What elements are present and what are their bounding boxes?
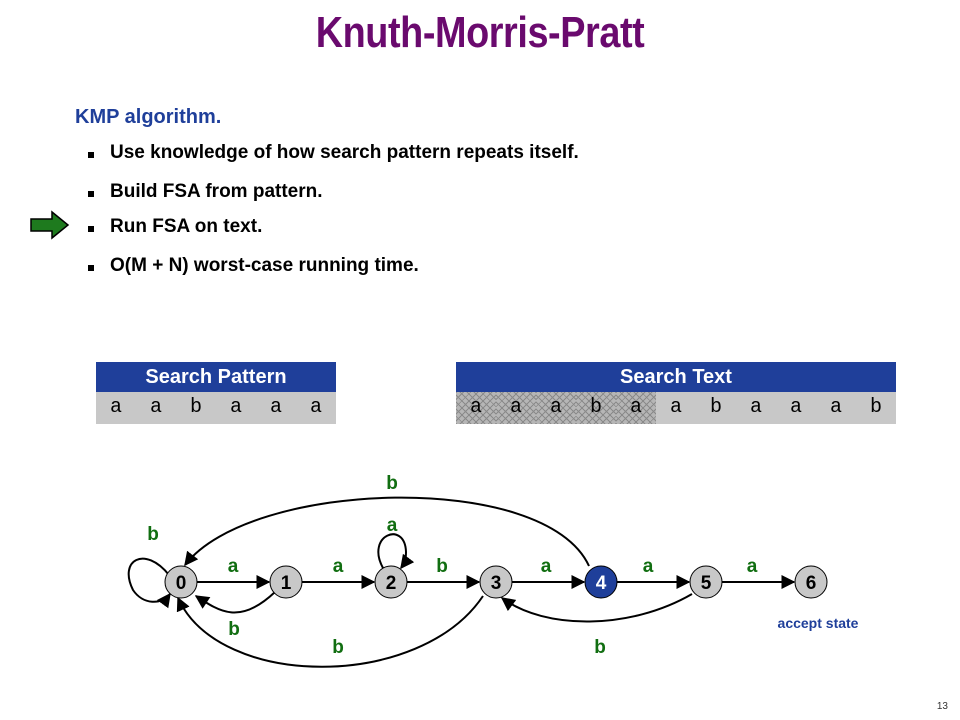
search-text-header: Search Text	[456, 362, 896, 392]
edge-self-0	[127, 557, 171, 609]
consumed-char-cell: a	[536, 392, 576, 424]
transition-label-4-5: a	[643, 556, 654, 577]
subtitle: KMP algorithm.	[75, 106, 222, 128]
state-node-4-current	[584, 565, 618, 599]
bullet-square-icon	[88, 265, 94, 271]
char-cell: a	[736, 392, 776, 424]
transition-label-1-0: b	[228, 619, 240, 640]
state-label-0: 0	[176, 573, 187, 594]
bullet-text: Build FSA from pattern.	[110, 181, 323, 202]
consumed-char-cell: a	[496, 392, 536, 424]
bullet-text: O(M + N) worst-case running time.	[110, 255, 419, 276]
state-label-5: 5	[701, 573, 712, 594]
char-cell: a	[216, 392, 256, 424]
transition-label-5-6: a	[747, 556, 758, 577]
bullet-text: Use knowledge of how search pattern repe…	[110, 142, 579, 163]
char-cell: a	[816, 392, 856, 424]
edge-3-0	[176, 595, 484, 668]
transition-label-5-3: b	[594, 637, 606, 658]
state-label-3: 3	[491, 573, 502, 594]
transition-label-2-3: b	[436, 556, 448, 577]
bullet-square-icon	[88, 152, 94, 158]
state-node-3	[479, 565, 513, 599]
char-cell: a	[256, 392, 296, 424]
state-node-0	[164, 565, 198, 599]
state-node-2	[374, 565, 408, 599]
state-node-5	[689, 565, 723, 599]
transition-label-3-0: b	[332, 637, 344, 658]
state-label-6: 6	[806, 573, 817, 594]
char-cell: b	[696, 392, 736, 424]
char-cell: a	[296, 392, 336, 424]
state-label-4: 4	[596, 573, 607, 594]
char-cell: b	[856, 392, 896, 424]
state-label-1: 1	[281, 573, 292, 594]
transition-label-self-2: a	[387, 515, 398, 536]
current-step-arrow-icon	[30, 210, 70, 240]
char-cell: a	[136, 392, 176, 424]
state-node-6-accept	[794, 565, 828, 599]
transition-label-1-2: a	[333, 556, 344, 577]
state-node-1	[269, 565, 303, 599]
consumed-char-cell: b	[576, 392, 616, 424]
fsa-states: 0 1 2 3 4 5 6	[164, 565, 828, 599]
edge-4-0	[184, 496, 590, 567]
edge-5-3	[500, 593, 693, 623]
slide-title: Knuth-Morris-Pratt	[315, 8, 645, 57]
consumed-char-cell: a	[456, 392, 496, 424]
accept-state-label: accept state	[778, 615, 859, 631]
state-label-2: 2	[386, 573, 397, 594]
transition-label-self-0: b	[147, 524, 159, 545]
char-cell: a	[96, 392, 136, 424]
char-cell: a	[656, 392, 696, 424]
consumed-char-cell: a	[616, 392, 656, 424]
bullet-square-icon	[88, 226, 94, 232]
edge-1-0	[194, 591, 276, 614]
bullet-text: Run FSA on text.	[110, 216, 263, 237]
search-pattern-header: Search Pattern	[96, 362, 336, 392]
char-cell: a	[776, 392, 816, 424]
bullet-square-icon	[88, 191, 94, 197]
edge-self-2	[377, 533, 415, 570]
transition-label-4-0: b	[386, 473, 398, 494]
transition-labels: a a b a a a b a b b b b	[147, 473, 758, 658]
transition-label-0-1: a	[228, 556, 239, 577]
page-number: 13	[936, 701, 948, 712]
char-cell: b	[176, 392, 216, 424]
transition-label-3-4: a	[541, 556, 552, 577]
